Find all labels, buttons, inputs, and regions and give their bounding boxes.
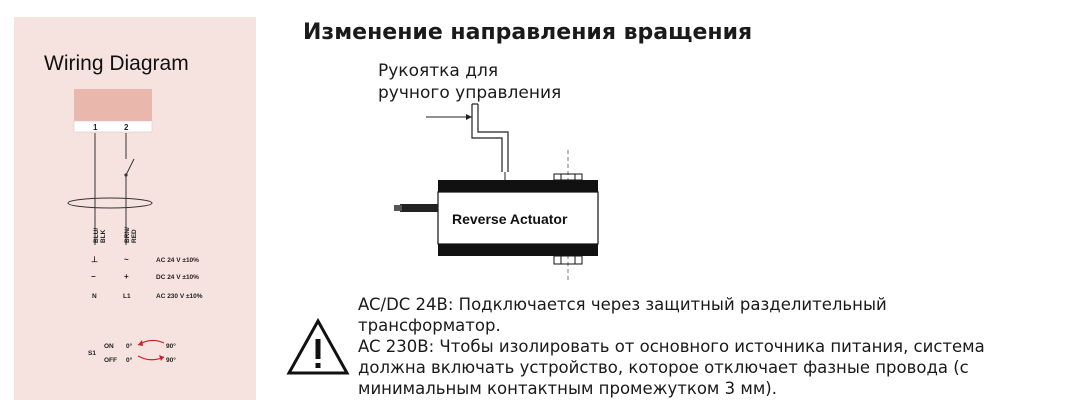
handle-leader-arrowhead (466, 114, 472, 120)
terminal-strip (73, 120, 153, 133)
wiring-diagram-title: Wiring Diagram (44, 52, 189, 75)
power-cable (400, 204, 438, 212)
supply-row-3-left: N (92, 293, 97, 300)
wire-2-color-label: BRN/RED (124, 227, 138, 243)
handle-label: Рукоятка для ручного управления (378, 60, 561, 104)
wire-1-color-label: BLU/BLK (93, 228, 107, 243)
terminal-1-label: 1 (93, 123, 98, 132)
note-line-4: должна включать устройство, которое откл… (358, 358, 969, 377)
supply-row-2-label: DC 24 V ±10% (156, 274, 199, 281)
switch-off-label: OFF (104, 357, 117, 364)
supply-row-2-right: + (124, 272, 129, 281)
supply-row-2-left: − (91, 272, 96, 281)
supply-row-3-right: L1 (123, 293, 131, 300)
note-line-5: минимальным контактным промежутком 3 мм)… (358, 379, 777, 398)
handle-label-line1: Рукоятка для (378, 61, 499, 81)
warning-triangle-outline (286, 318, 350, 375)
section-heading: Изменение направления вращения (303, 20, 753, 45)
switch-on-to: 90° (166, 342, 176, 350)
wiring-diagram-svg: Wiring Diagram 1 2 BLU/BLK BRN/RED ⊥ ~ A… (44, 52, 203, 364)
switch-on-arrowhead (138, 340, 143, 346)
warning-exclamation-dot (315, 363, 321, 368)
terminal-2-label: 2 (124, 123, 129, 132)
actuator-bottom-band (438, 244, 598, 256)
switch-off-arrowhead (159, 355, 164, 361)
power-notes: AC/DC 24В: Подключается через защитный р… (358, 294, 985, 399)
actuator-diagram: Reverse Actuator (394, 103, 599, 280)
note-line-3: AC 230В: Чтобы изолировать от основного … (358, 337, 985, 356)
clamp-bottom (553, 255, 583, 265)
note-line-1: AC/DC 24В: Подключается через защитный р… (358, 295, 887, 314)
switch-contact (125, 158, 135, 176)
handle-label-line2: ручного управления (378, 83, 562, 103)
manual-handle (471, 104, 503, 172)
warning-triangle-icon (286, 318, 350, 375)
switch-name: S1 (88, 350, 96, 357)
terminal-block (74, 89, 152, 121)
cable-bundle-ring (67, 197, 153, 209)
actuator-top-band (438, 180, 598, 192)
switch-on-from: 0° (126, 342, 133, 350)
switch-off-from: 0° (126, 356, 133, 364)
actuator-label: Reverse Actuator (452, 211, 568, 227)
warning-exclamation-bar (315, 339, 321, 359)
wiring-diagram-panel: Wiring Diagram 1 2 BLU/BLK BRN/RED ⊥ ~ A… (14, 17, 256, 400)
manual-handle-outline (477, 104, 509, 172)
supply-row-1-label: AC 24 V ±10% (156, 257, 199, 264)
supply-row-3-label: AC 230 V ±10% (156, 293, 203, 300)
switch-off-to: 90° (166, 356, 176, 364)
supply-row-1-left: ⊥ (91, 255, 98, 264)
actuator-body (437, 191, 599, 245)
note-line-2: трансформатор. (358, 316, 501, 335)
clamp-top (553, 173, 583, 181)
supply-row-1-right: ~ (124, 255, 129, 264)
switch-on-label: ON (104, 343, 114, 350)
power-cable-end (394, 205, 402, 211)
